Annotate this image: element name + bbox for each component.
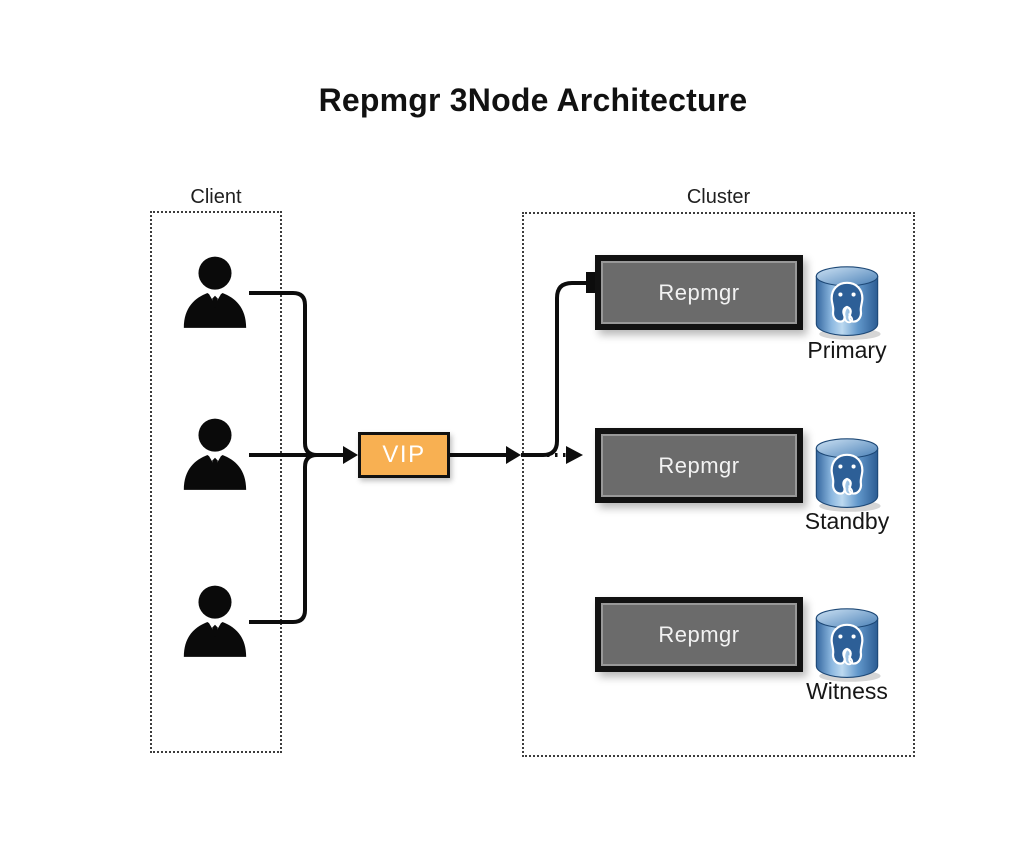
client-user-1 <box>181 253 249 331</box>
cluster-group-box <box>522 212 915 757</box>
arrowhead-into-cluster <box>506 446 521 464</box>
node-role-label-standby: Standby <box>804 508 890 534</box>
repmgr-box-standby: Repmgr <box>595 428 803 503</box>
node-role-label-witness: Witness <box>806 678 888 704</box>
node-role-label-primary: Primary <box>807 337 887 363</box>
client-user-3 <box>181 582 249 660</box>
client-group-label: Client <box>190 186 242 208</box>
repmgr-box-primary: Repmgr <box>595 255 803 330</box>
user-icon <box>183 256 247 328</box>
postgresql-database-icon <box>808 600 886 684</box>
user-icon <box>183 585 247 657</box>
vip-box: VIP <box>358 432 450 478</box>
postgresql-database-icon <box>808 430 886 514</box>
user-icon <box>183 418 247 490</box>
arrowhead-into-vip <box>343 446 358 464</box>
postgresql-database-icon <box>808 258 886 342</box>
cluster-group-label: Cluster <box>686 186 751 208</box>
repmgr-box-witness: Repmgr <box>595 597 803 672</box>
client-user-2 <box>181 415 249 493</box>
diagram-title: Repmgr 3Node Architecture <box>318 82 748 118</box>
